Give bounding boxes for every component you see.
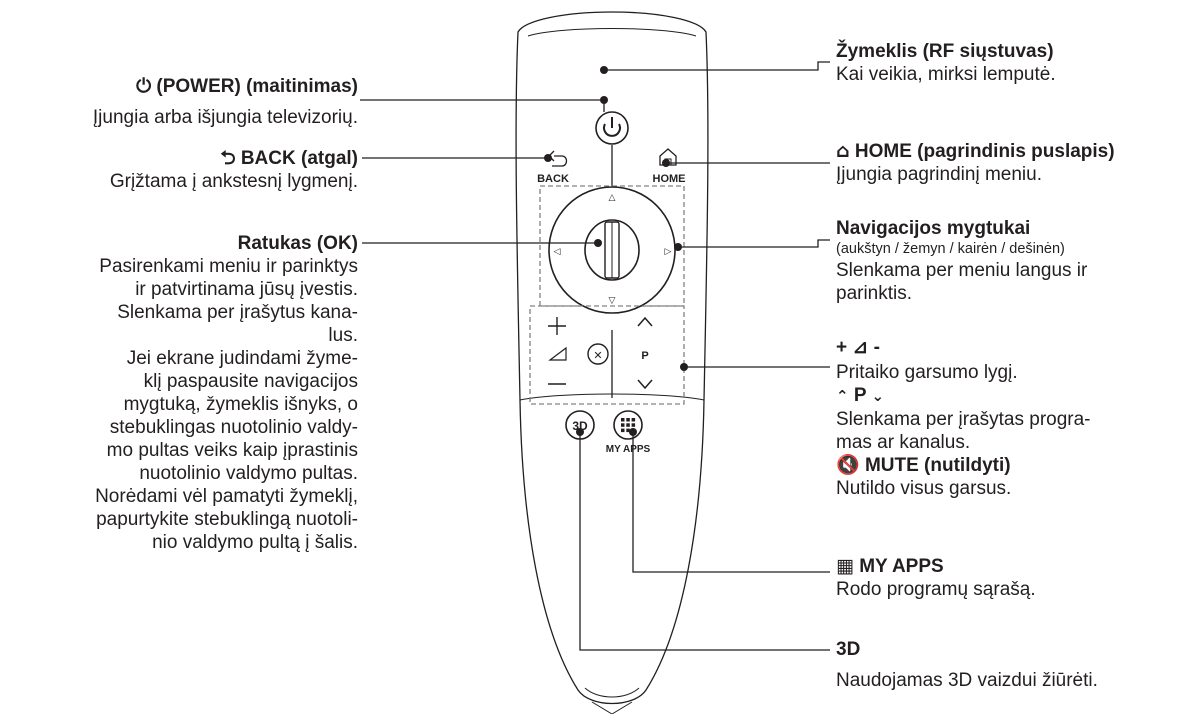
nav-subtitle: (aukštyn / žemyn / kairėn / dešinėn): [836, 241, 1065, 257]
leader-nav: [678, 239, 830, 248]
program-label: P: [641, 350, 648, 362]
home-icon: ⌂: [836, 140, 850, 162]
3d-button-label: 3D: [572, 419, 588, 433]
volume-program-outline: [529, 305, 685, 405]
wheel-line-1: ir patvirtinama jūsų įvestis.: [135, 279, 358, 300]
wheel-line-10: Norėdami vėl pamatyti žymeklį,: [95, 486, 358, 507]
wheel-line-9: nuotolinio valdymo pultas.: [139, 463, 358, 484]
power-title: (POWER) (maitinimas): [156, 76, 358, 97]
home-desc: Įjungia pagrindinį meniu.: [836, 164, 1042, 185]
mute-desc: Nutildo visus garsus.: [836, 478, 1012, 499]
mute-button: [587, 343, 609, 365]
myapps-desc: Rodo programų sąrašą.: [836, 579, 1036, 600]
wheel-line-8: mo pultas veiks kaip įprastinis: [106, 440, 358, 461]
power-desc: Įjungia arba išjungia televizorių.: [92, 107, 358, 128]
mute-icon: 🔇: [836, 454, 860, 476]
wheel-callout: Ratukas (OK) Pasirenkami meniu ir parink…: [95, 232, 358, 554]
myapps-callout: ▦ MY APPS Rodo programų sąrašą.: [836, 555, 1036, 601]
wheel-line-3: lus.: [328, 325, 358, 346]
3d-callout: 3D Naudojamas 3D vaizdui žiūrėti.: [836, 638, 1098, 692]
back-button-label: BACK: [537, 173, 569, 185]
wheel-line-0: Pasirenkami meniu ir parinktys: [99, 256, 358, 277]
wheel-line-4: Jei ekrane judindami žyme-: [126, 348, 358, 369]
wheel-line-2: Slenkama per įrašytus kana-: [117, 302, 358, 323]
back-callout: ⮌ BACK (atgal) Grįžtama į ankstesnį lygm…: [110, 147, 358, 193]
svg-text:△: △: [609, 193, 616, 203]
svg-text:◁: ◁: [554, 247, 561, 257]
power-icon: ⏻: [136, 75, 152, 97]
wheel-title: Ratukas (OK): [237, 233, 358, 254]
leader-pointer: [604, 61, 830, 71]
volume-program-callout: + ⊿ - Pritaiko garsumo lygį. ⌃ P ⌄ Slenk…: [836, 336, 1091, 500]
pointer-title: Žymeklis (RF siųstuvas): [836, 41, 1054, 62]
svg-text:✕: ✕: [593, 349, 602, 362]
power-callout: ⏻ (POWER) (maitinimas) Įjungia arba išju…: [93, 75, 358, 129]
nav-line-1: parinktis.: [836, 283, 913, 304]
back-title: BACK (atgal): [240, 148, 358, 169]
volume-desc: Pritaiko garsumo lygį.: [836, 362, 1018, 383]
myapps-title: MY APPS: [859, 556, 944, 577]
program-line-0: Slenkama per įrašytas progra-: [836, 409, 1091, 430]
nav-title: Navigacijos mygtukai: [836, 218, 1031, 239]
pointer-callout: Žymeklis (RF siųstuvas) Kai veikia, mirk…: [836, 40, 1056, 86]
wheel-line-6: mygtuką, žymeklis išnyks, o: [123, 394, 358, 415]
leader-3d: [579, 432, 830, 651]
home-title: HOME (pagrindinis puslapis): [854, 141, 1115, 162]
3d-desc: Naudojamas 3D vaizdui žiūrėti.: [836, 670, 1098, 691]
nav-callout: Navigacijos mygtukai (aukštyn / žemyn / …: [836, 217, 1087, 305]
program-title: P: [853, 385, 867, 406]
pointer-desc: Kai veikia, mirksi lemputė.: [836, 64, 1056, 85]
home-button-icon: [659, 148, 677, 166]
wheel-line-11: papurtykite stebuklingą nuotoli-: [96, 509, 358, 530]
3d-title: 3D: [836, 639, 861, 660]
svg-text:▷: ▷: [665, 247, 672, 257]
wheel-line-7: stebuklingas nuotolinio valdy-: [109, 417, 358, 438]
wheel-line-5: klį paspausite navigacijos: [143, 371, 358, 392]
home-button-label: HOME: [653, 173, 686, 185]
back-arrow-icon: ⮌: [220, 147, 236, 169]
chevron-up-icon: ⌃: [836, 387, 849, 405]
home-callout: ⌂ HOME (pagrindinis puslapis) Įjungia pa…: [836, 140, 1115, 186]
chevron-down-icon: ⌄: [871, 387, 885, 405]
grid-icon: ▦: [836, 555, 854, 577]
back-desc: Grįžtama į ankstesnį lygmenį.: [109, 171, 358, 192]
nav-line-0: Slenkama per meniu langus ir: [836, 260, 1088, 281]
svg-text:▽: ▽: [609, 296, 616, 306]
wheel-line-12: nio valdymo pultą į šalis.: [152, 532, 358, 553]
leader-myapps: [632, 432, 830, 573]
myapps-button-label: MY APPS: [606, 444, 651, 455]
mute-title: MUTE (nutildyti): [864, 455, 1011, 476]
program-line-1: mas ar kanalus.: [836, 432, 971, 453]
volume-title: + ⊿ -: [836, 337, 880, 358]
back-button-icon: [552, 155, 568, 167]
